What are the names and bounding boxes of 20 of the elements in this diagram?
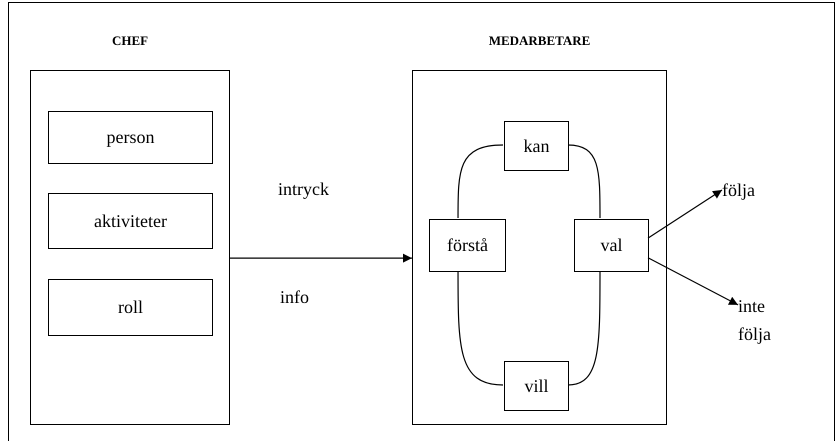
connector-line [457, 271, 504, 386]
label-box: vill [504, 361, 569, 411]
flow-label: intryck [278, 178, 329, 201]
label-box: kan [504, 121, 569, 171]
outcome-text: inte följa [738, 292, 788, 348]
label-box: aktiviteter [48, 193, 213, 249]
connector-line [457, 144, 504, 218]
label-box: person [48, 111, 213, 164]
label-box: val [574, 219, 649, 272]
arrow [648, 190, 722, 239]
outcome-text: följa [722, 176, 782, 204]
flow-label: info [280, 286, 309, 309]
connector-line [568, 144, 601, 218]
label-box: roll [48, 279, 213, 336]
arrow [648, 257, 738, 306]
label-box: förstå [429, 219, 506, 272]
connector-line [568, 271, 601, 386]
group-heading: CHEF [110, 32, 150, 50]
arrow [230, 254, 412, 263]
group-heading: MEDARBETARE [488, 32, 592, 50]
